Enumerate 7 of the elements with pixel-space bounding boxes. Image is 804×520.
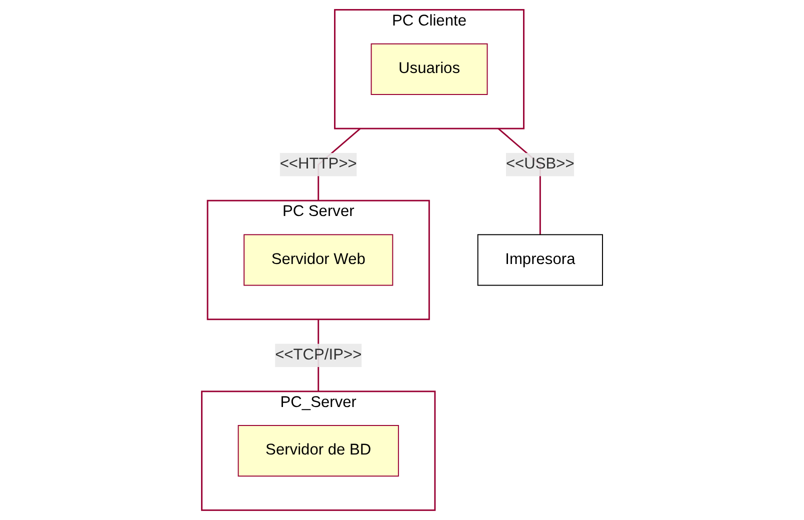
- edge-label: <<HTTP>>: [280, 156, 357, 172]
- edge-label: <<USB>>: [506, 156, 574, 172]
- node-box: Servidor Web: [243, 234, 394, 286]
- node-box: Impresora: [477, 234, 603, 286]
- edge-label: <<TCP/IP>>: [274, 346, 362, 364]
- node-box: Servidor de BD: [238, 425, 399, 477]
- node-box: Usuarios: [370, 43, 488, 95]
